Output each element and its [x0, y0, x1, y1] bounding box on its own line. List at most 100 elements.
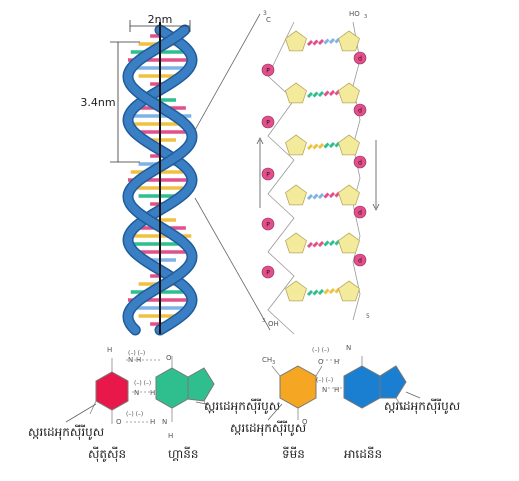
left-sugar [285, 134, 307, 156]
deoxyribose-node [353, 155, 367, 169]
pitch-label: 3.4nm [80, 96, 115, 109]
top-carbon-label: C [266, 16, 271, 24]
gc-h-top: H [107, 346, 112, 354]
cytosine-guanine-pair: H N H N H O O H N H (–) (–) (–) (–) (–) … [89, 346, 215, 440]
ladder-rung-stripe [323, 192, 330, 199]
deoxyribose-node-label: d [358, 108, 362, 115]
right-sugar [338, 82, 360, 104]
deoxyribose-node-label: d [358, 258, 362, 265]
phosphate-node-label: P [266, 120, 270, 127]
at-o-top: O [318, 358, 324, 366]
at-ch3-label: CH3 [262, 356, 275, 366]
bottom-left-oh-label: OH [268, 320, 279, 328]
guanine-six-ring [155, 367, 189, 409]
bottom-right-end-number: 5 [366, 313, 370, 320]
top-left-end-number: 3 [263, 10, 267, 17]
ladder-rung-stripe [312, 91, 319, 98]
gc-hbond-mid-charges: (–) (–) [134, 380, 151, 387]
ladder-rung-stripe [317, 240, 325, 248]
right-sugar [338, 280, 360, 302]
phosphate-node [261, 217, 275, 231]
ladder-rung-stripe [306, 39, 314, 47]
ladder-rung-stripe [312, 241, 319, 248]
ladder-rung-stripe [328, 89, 336, 97]
deoxyribose-node [353, 253, 367, 267]
phosphate-node-label: P [266, 270, 270, 277]
bottom-left-end-number: 3 [262, 318, 265, 324]
caption-sugar-adenine: ស្ករដេអុកស៊ីរីបូស [384, 398, 460, 414]
adenine-five-ring [379, 365, 407, 399]
caption-sugar-cytosine: ស្ករដេអុកស៊ីរីបូស [28, 424, 104, 440]
ladder-rung-stripe [312, 39, 319, 46]
strand-direction-arrows [256, 137, 380, 211]
ladder-rung-stripe [312, 289, 319, 296]
ladder-rung-stripe [328, 239, 336, 247]
gc-h-bot: H [150, 418, 155, 426]
ladder-rung-stripe [306, 143, 314, 151]
ladder-rung-stripe [312, 143, 319, 150]
gc-hbond-bot-charges: (–) (–) [126, 411, 143, 418]
ladder-end-labels: C 3 HO 3 OH 3 5 [262, 10, 370, 328]
phosphate-node-label: P [266, 172, 270, 179]
zoom-connector [194, 13, 271, 331]
at-n-top: N [346, 344, 351, 352]
at-hbond-mid-charges: (–) (–) [316, 377, 333, 384]
phosphate-node [261, 115, 275, 129]
ladder-rung-stripe [306, 241, 314, 249]
deoxyribose-node [353, 205, 367, 219]
right-sugar [338, 232, 360, 254]
phosphate-node-label: P [266, 68, 270, 75]
helix-backbones [122, 24, 198, 336]
right-sugar [338, 184, 360, 206]
backbone-strand-b [123, 26, 197, 334]
left-sugar [285, 232, 307, 254]
phosphate-node [261, 63, 275, 77]
at-hbond-top-charges: (–) (–) [312, 347, 329, 354]
right-sugar [338, 30, 360, 52]
deoxyribose-node-label: d [358, 56, 362, 63]
gc-h-low: H [168, 432, 173, 440]
ladder-rung-stripe [317, 38, 325, 46]
caption-cytosine: ស៊ីតូស៊ីន [88, 446, 126, 462]
ladder-rung-stripe [306, 91, 314, 99]
adenine-six-ring [343, 365, 381, 409]
left-sugar [285, 30, 307, 52]
ladder-rung-stripe [312, 193, 319, 200]
ladder-rung-stripe [317, 142, 325, 150]
ladder-rung-stripe [323, 142, 330, 149]
width-dimension: 2nm [129, 13, 191, 32]
gc-o-top: O [166, 354, 172, 362]
at-h-mid: H [334, 386, 339, 394]
at-o-bot: O [302, 418, 308, 426]
ladder-rung-stripe [323, 240, 330, 247]
at-n-mid: N [322, 386, 327, 394]
caption-sugar-thymine: ស្ករដេអុកស៊ីរីបូស [230, 420, 306, 436]
left-backbone-line [267, 21, 295, 335]
caption-adenine: អាដេនីន [344, 446, 382, 461]
ladder-rung-stripe [323, 288, 330, 295]
phosphate-node [261, 167, 275, 181]
ladder-rung-stripe [328, 191, 336, 199]
captions: ស្ករដេអុកស៊ីរីបូស ស្ករដេអុកស៊ីរីបូស ស្ករ… [28, 391, 460, 462]
deoxyribose-node-label: d [358, 160, 362, 167]
ladder-rung-stripe [317, 288, 325, 296]
gc-n-mid: N [134, 389, 139, 397]
cytosine-ring [95, 371, 129, 411]
ladder-rung-stripe [328, 141, 336, 149]
ladder-rung-stripe [306, 289, 314, 297]
gc-h-mid: H [150, 389, 155, 397]
thymine-ring [279, 365, 317, 409]
ladder-rung-stripe [317, 192, 325, 200]
deoxyribose-node [353, 51, 367, 65]
gc-hbond-top-charges: (–) (–) [128, 350, 145, 357]
ladder-rung-stripe [328, 287, 336, 295]
ladder-rung-stripe [323, 38, 330, 45]
right-backbone-line [352, 21, 361, 321]
deoxyribose-node-label: d [358, 210, 362, 217]
phosphate-node-label: P [266, 222, 270, 229]
deoxyribose-node [353, 103, 367, 117]
phosphate-node [261, 265, 275, 279]
caption-guanine: ហ្គានីន [168, 446, 198, 461]
